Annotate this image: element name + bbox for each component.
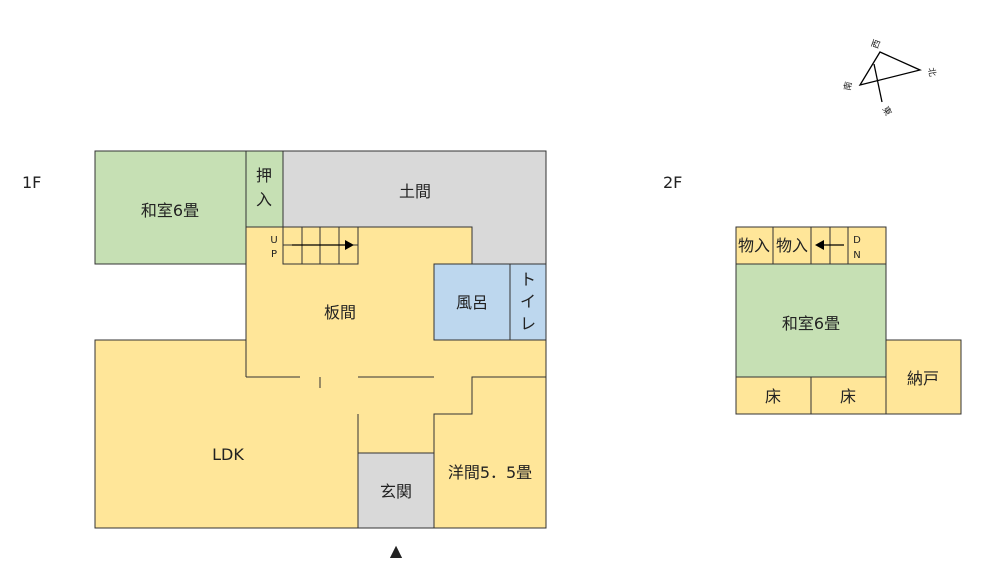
compass-arrow-icon: [858, 51, 922, 103]
room-1f-furo: [433, 263, 511, 341]
label-2f-toko-b: 床: [840, 387, 856, 406]
stairs-up-arrow: [292, 240, 354, 250]
room-2f-toko-a: [735, 376, 812, 415]
label-2f-stairs-dn-2: N: [853, 250, 860, 261]
stairs-dn-arrow: [815, 240, 844, 250]
room-1f-oshiire: [245, 150, 284, 228]
label-1f-washitsu: 和室6畳: [141, 201, 199, 220]
label-1f-toilet-1: ト: [520, 270, 536, 289]
compass-north: 北: [925, 67, 937, 78]
label-1f-toilet-2: イ: [520, 292, 536, 311]
room-1f-toilet: [509, 263, 547, 341]
room-2f-toko-b: [810, 376, 887, 415]
room-2f-washitsu: [735, 263, 887, 378]
entrance-marker: ▲: [390, 541, 403, 560]
label-2f-monoire-b: 物入: [776, 236, 808, 255]
walls-1f: [245, 340, 435, 453]
label-1f-genkan: 玄関: [380, 482, 412, 501]
room-2f-monoire-a: [735, 226, 774, 265]
room-2f-monoire-b: [772, 226, 812, 265]
label-2f-monoire-a: 物入: [738, 236, 770, 255]
label-1f-furo: 風呂: [456, 293, 488, 312]
label-2f-toko-a: 床: [765, 387, 781, 406]
compass: 西 北 南 東: [841, 38, 937, 118]
label-1f-itama: 板間: [324, 303, 356, 322]
label-2f-stairs-dn-1: D: [853, 235, 861, 246]
compass-west: 西: [870, 38, 883, 50]
floor-2f: [735, 226, 962, 415]
room-1f-washitsu: [94, 150, 247, 265]
floor-label-2f: 2F: [663, 173, 682, 192]
label-1f-doma: 土間: [399, 182, 431, 201]
compass-south: 南: [841, 81, 854, 92]
label-1f-oshiire-1: 押: [256, 166, 272, 185]
label-2f-nando: 納戸: [907, 369, 939, 388]
label-1f-oshiire-2: 入: [256, 190, 272, 209]
label-1f-stairs-up-2: P: [271, 249, 277, 260]
room-1f-genkan: [357, 452, 435, 529]
floor-label-1f: 1F: [22, 173, 41, 192]
label-1f-ldk: LDK: [212, 445, 244, 464]
room-2f-nando: [885, 339, 962, 415]
label-2f-washitsu: 和室6畳: [782, 314, 840, 333]
label-1f-youma: 洋間5．5畳: [448, 463, 532, 482]
compass-east: 東: [880, 104, 895, 118]
label-1f-toilet-3: レ: [520, 314, 536, 333]
label-1f-stairs-up-1: U: [270, 235, 277, 246]
